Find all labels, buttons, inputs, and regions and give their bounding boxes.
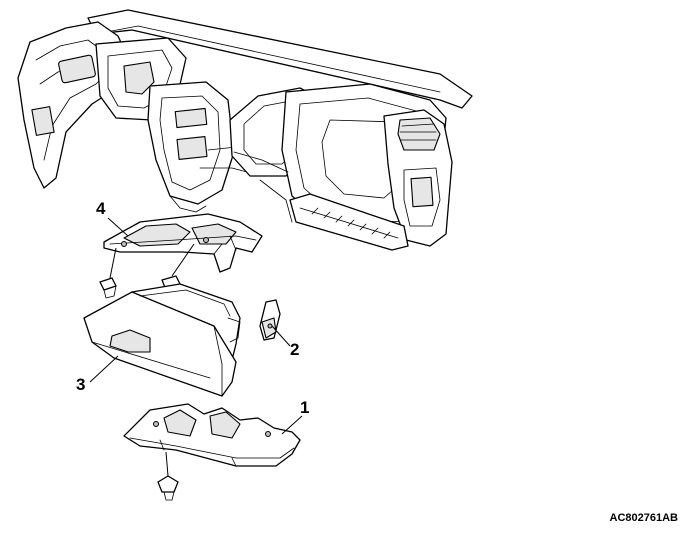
- lower-cover: [123, 403, 301, 501]
- callout-3: 3: [76, 355, 119, 394]
- screw-left: [99, 247, 117, 299]
- callout-2: 2: [271, 325, 299, 359]
- callout-4-label: 4: [96, 199, 106, 218]
- bracket: [259, 299, 281, 341]
- callout-1-label: 1: [300, 398, 309, 417]
- callout-1: 1: [281, 398, 309, 435]
- callout-4: 4: [96, 199, 129, 237]
- instrument-panel: [17, 9, 473, 251]
- glove-box: [83, 283, 241, 397]
- callout-2-label: 2: [290, 340, 299, 359]
- callout-3-label: 3: [76, 375, 85, 394]
- upper-striker-bracket: [103, 213, 263, 273]
- figure-code: AC802761AB: [610, 512, 679, 524]
